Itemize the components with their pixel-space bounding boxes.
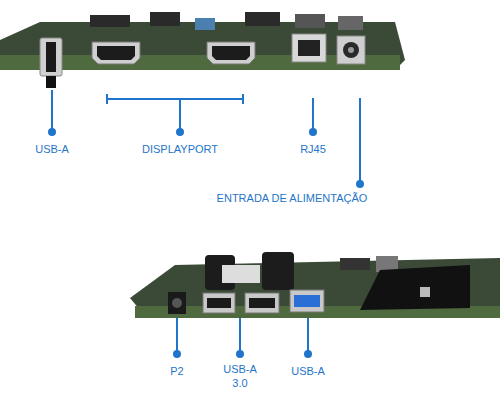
leader-dot <box>236 350 244 358</box>
leader-dot <box>176 128 184 136</box>
component <box>295 14 325 28</box>
usb-a-port <box>40 38 62 76</box>
leader-line <box>359 98 361 183</box>
leader-line <box>176 318 178 352</box>
audio-jack-hole <box>172 298 182 308</box>
callout-label: DISPLAYPORT <box>120 142 240 156</box>
pcb-board <box>130 258 500 318</box>
displayport-port <box>207 42 255 64</box>
callout-label: USB-A <box>278 364 338 378</box>
rj45-port <box>292 34 326 62</box>
audio-jack <box>168 292 186 314</box>
usb-port <box>290 290 324 312</box>
leader-line <box>51 90 53 130</box>
callout-label: ENTRADA DE ALIMENTAÇÃO <box>197 191 387 205</box>
leader-dot <box>48 128 56 136</box>
leader-dot <box>356 180 364 188</box>
component <box>195 18 215 30</box>
component <box>90 15 130 27</box>
displayport-port <box>92 42 140 64</box>
component <box>245 12 280 26</box>
leader-line <box>179 99 181 130</box>
button <box>420 287 430 297</box>
callout-label: RJ45 <box>278 142 348 156</box>
callout-label: USB-A <box>12 142 92 156</box>
power-jack <box>337 36 365 64</box>
usb-slot <box>249 298 275 308</box>
power-jack-hole <box>343 42 359 58</box>
usb-port <box>203 293 235 313</box>
bracket-line <box>107 98 243 100</box>
component <box>262 252 294 290</box>
heatsink-pad <box>360 265 470 310</box>
bracket-tick <box>106 94 108 104</box>
displayport-slot <box>97 46 135 60</box>
leader-dot <box>309 128 317 136</box>
usb-port <box>245 293 279 313</box>
component <box>338 16 363 30</box>
component <box>340 258 370 270</box>
callout-label: USB-A 3.0 <box>220 362 260 390</box>
usb-slot <box>207 298 231 308</box>
component <box>150 12 180 26</box>
leader-line <box>312 98 314 130</box>
callout-label: P2 <box>152 364 202 378</box>
usb-a-slot <box>46 42 56 72</box>
label-sticker <box>222 265 260 283</box>
rj45-slot <box>298 40 320 56</box>
leader-dot <box>304 350 312 358</box>
leader-line <box>239 318 241 352</box>
displayport-slot <box>212 46 250 60</box>
usb-slot <box>294 295 320 307</box>
leader-dot <box>173 350 181 358</box>
power-jack-pin <box>348 47 354 53</box>
leader-line <box>307 318 309 352</box>
bracket-tick <box>242 94 244 104</box>
usb-a-base <box>46 76 56 88</box>
